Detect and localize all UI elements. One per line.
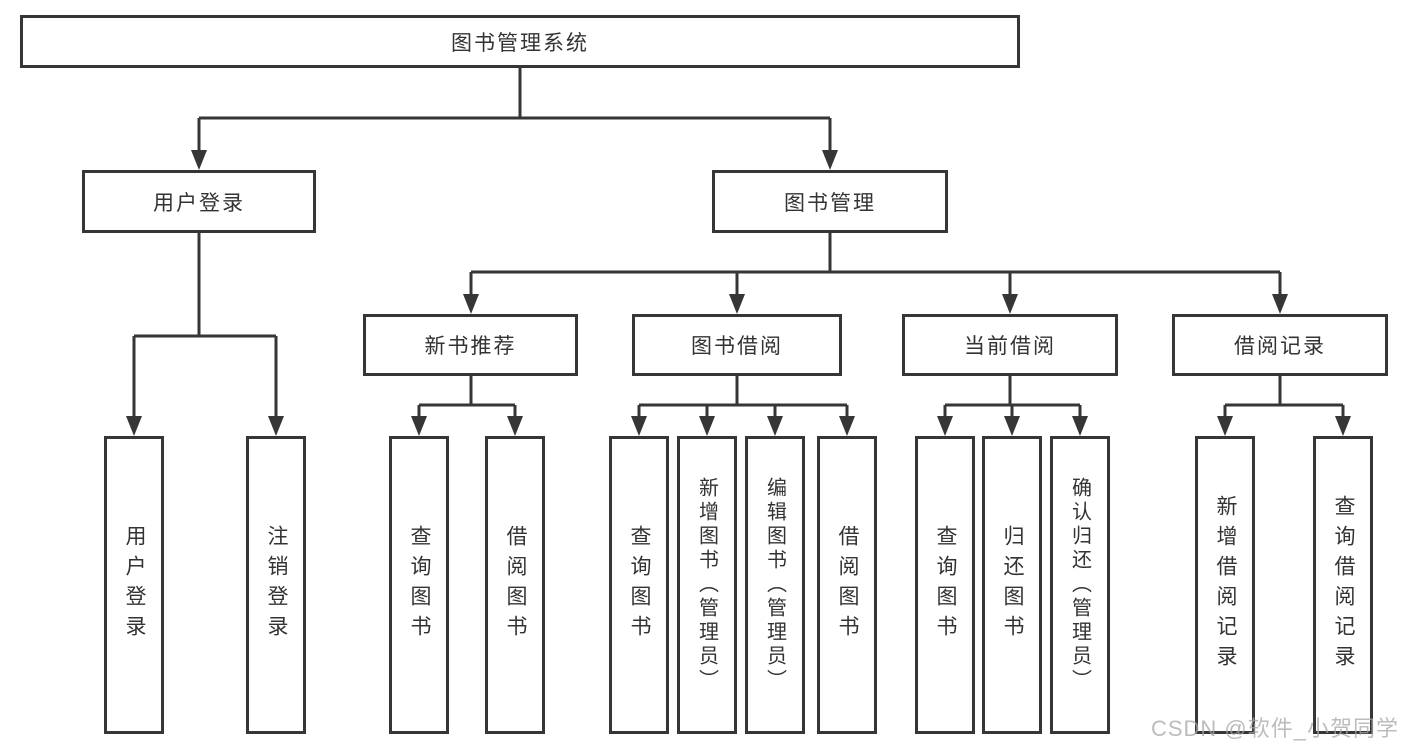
node-label: 新增借阅记录 [1214, 495, 1237, 675]
leaf-query-books-borrowing: 查询图书 [609, 436, 669, 734]
leaf-query-books-recommend: 查询图书 [389, 436, 449, 734]
node-label: 用户登录 [153, 191, 245, 215]
node-borrowing-records: 借阅记录 [1172, 314, 1388, 376]
node-label: 用户登录 [123, 525, 146, 645]
node-label: 借阅记录 [1234, 335, 1326, 358]
node-label: 新书推荐 [424, 335, 517, 358]
node-label: 注销登录 [265, 525, 288, 645]
node-label: 查询借阅记录 [1332, 495, 1355, 675]
leaf-edit-books-admin: 编辑图书（管理员） [745, 436, 805, 734]
leaf-borrow-books: 借阅图书 [817, 436, 877, 734]
node-new-book-recommendation: 新书推荐 [363, 314, 578, 376]
leaf-query-books-current: 查询图书 [915, 436, 975, 734]
node-label: 借阅图书 [836, 525, 859, 645]
leaf-return-books: 归还图书 [982, 436, 1042, 734]
node-library-management-system: 图书管理系统 [20, 15, 1020, 68]
node-user-login: 用户登录 [82, 170, 316, 233]
node-label: 归还图书 [1001, 525, 1024, 645]
node-book-borrowing: 图书借阅 [632, 314, 842, 376]
leaf-logout: 注销登录 [246, 436, 306, 734]
node-book-management: 图书管理 [712, 170, 948, 233]
leaf-add-books-admin: 新增图书（管理员） [677, 436, 737, 734]
node-label: 编辑图书（管理员） [763, 477, 786, 693]
leaf-add-borrow-record: 新增借阅记录 [1195, 436, 1255, 734]
node-label: 查询图书 [408, 525, 431, 645]
node-label: 借阅图书 [504, 525, 527, 645]
leaf-confirm-return-admin: 确认归还（管理员） [1050, 436, 1110, 734]
node-current-borrowing: 当前借阅 [902, 314, 1118, 376]
leaf-query-borrow-record: 查询借阅记录 [1313, 436, 1373, 734]
csdn-watermark: CSDN @软件_小贺同学 [1150, 716, 1399, 741]
arrowheads [126, 150, 1351, 436]
node-label: 查询图书 [628, 525, 651, 645]
leaf-user-login: 用户登录 [104, 436, 164, 734]
node-label: 新增图书（管理员） [695, 477, 718, 693]
node-label: 图书借阅 [691, 335, 783, 358]
connector-strokes [132, 68, 1345, 417]
leaf-borrow-books-recommend: 借阅图书 [485, 436, 545, 734]
node-label: 图书管理 [784, 191, 876, 215]
node-label: 查询图书 [934, 525, 957, 645]
node-label: 当前借阅 [964, 335, 1056, 358]
node-label: 图书管理系统 [451, 31, 589, 55]
node-label: 确认归还（管理员） [1068, 477, 1091, 693]
